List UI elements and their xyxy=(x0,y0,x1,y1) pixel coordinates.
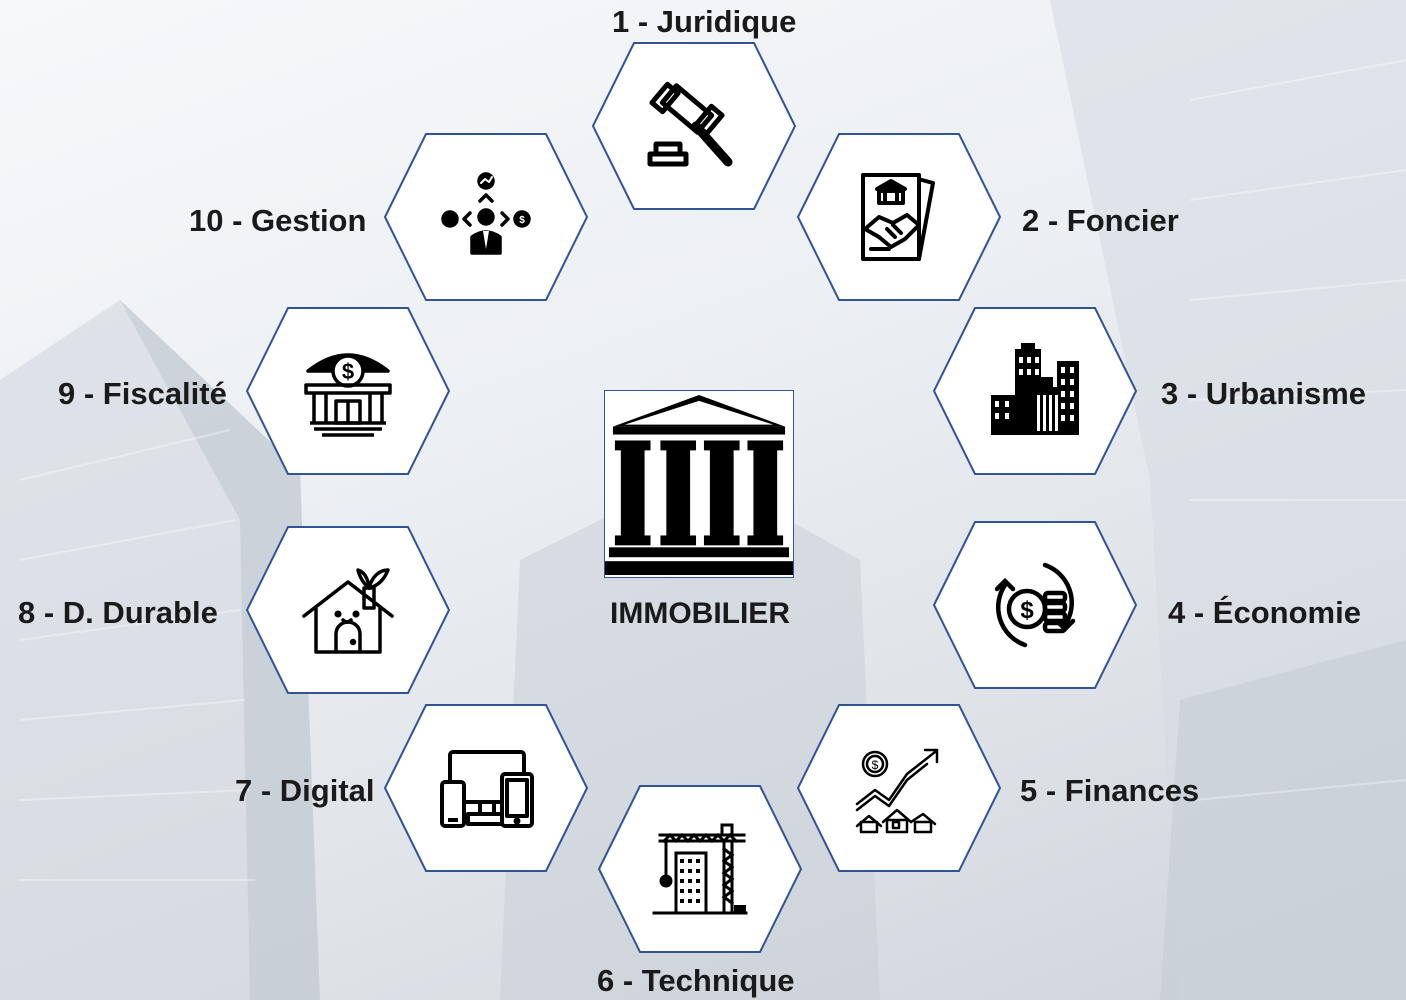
svg-text:$: $ xyxy=(1020,597,1034,624)
hex-node-juridique xyxy=(591,42,797,210)
node-label-economie: 4 - Économie xyxy=(1168,595,1361,630)
node-label-juridique: 1 - Juridique xyxy=(612,4,797,39)
svg-text:$: $ xyxy=(519,215,525,226)
gavel-icon xyxy=(647,81,733,167)
hex-node-finances: $ xyxy=(796,704,1002,872)
eco-house-icon xyxy=(302,568,394,654)
hex-node-foncier xyxy=(796,133,1002,301)
hex-node-d-durable xyxy=(245,526,451,694)
hex-node-urbanisme xyxy=(932,307,1138,475)
node-label-finances: 5 - Finances xyxy=(1020,773,1200,808)
hex-node-technique xyxy=(597,785,803,953)
node-label-fiscalite: 9 - Fiscalité xyxy=(58,376,227,411)
hex-node-digital xyxy=(383,704,589,872)
node-label-foncier: 2 - Foncier xyxy=(1022,203,1179,238)
bank-building-icon xyxy=(605,394,793,576)
hex-node-gestion: $ xyxy=(383,133,589,301)
management-icon: $ xyxy=(441,172,531,255)
land-deed-handshake-icon xyxy=(861,173,935,261)
real-estate-growth-icon: $ xyxy=(855,748,939,834)
city-buildings-icon xyxy=(991,343,1079,435)
hex-node-fiscalite: $ xyxy=(245,307,451,475)
center-bank-box xyxy=(604,390,794,578)
node-label-gestion: 10 - Gestion xyxy=(189,203,367,238)
svg-text:$: $ xyxy=(872,758,879,772)
node-label-urbanisme: 3 - Urbanisme xyxy=(1161,376,1367,411)
node-label-digital: 7 - Digital xyxy=(235,773,375,808)
node-label-technique: 6 - Technique xyxy=(597,963,795,998)
svg-text:$: $ xyxy=(342,359,354,384)
dollar-coins-cycle-icon: $ xyxy=(994,562,1076,648)
construction-crane-icon xyxy=(652,823,748,915)
center-label: IMMOBILIER xyxy=(610,597,790,630)
devices-icon xyxy=(440,750,534,828)
node-label-d-durable: 8 - D. Durable xyxy=(18,595,218,630)
tax-building-icon: $ xyxy=(304,353,392,437)
hex-node-economie: $ xyxy=(932,521,1138,689)
